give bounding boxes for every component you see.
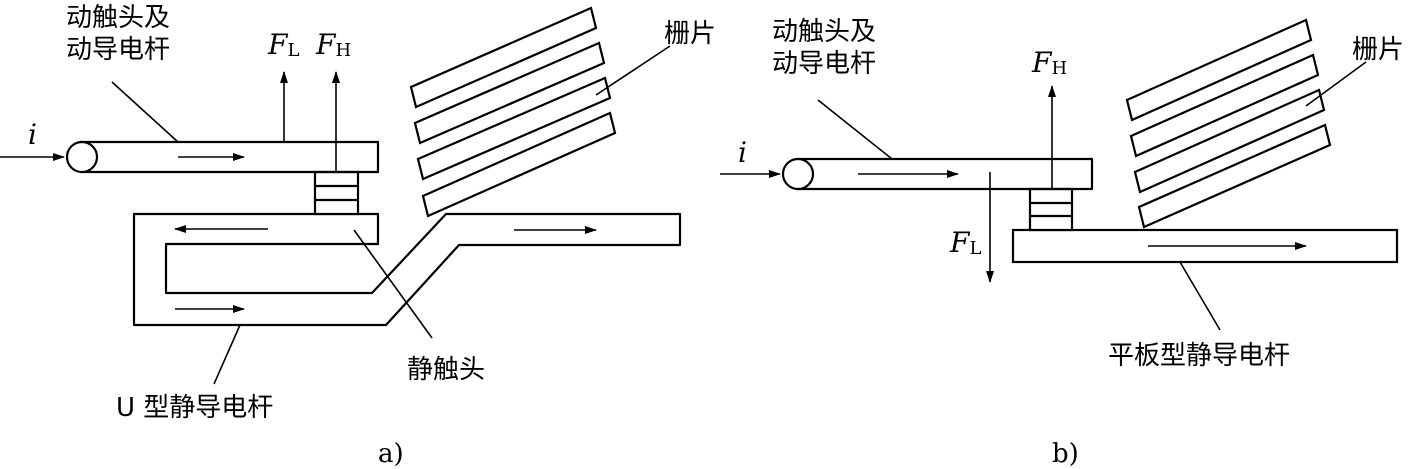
grid-plates-a — [409, 6, 617, 218]
force-l-label-a: FL — [267, 28, 299, 61]
moving-rod-b — [796, 157, 1094, 191]
current-label-a: i — [28, 118, 37, 151]
moving-contact-label-b-2: 动导电杆 — [772, 49, 876, 79]
moving-contact-label-a-1: 动触头及 — [66, 3, 170, 33]
caption-a: a) — [378, 439, 404, 469]
force-l-label-b: FL — [949, 226, 981, 259]
u-static-bar — [132, 212, 682, 327]
flat-bar-label: 平板型静导电杆 — [1108, 341, 1290, 371]
moving-rod-a — [80, 140, 380, 174]
grid-plates-b — [1125, 18, 1332, 229]
current-label-b: i — [738, 136, 747, 169]
rod-end-a — [65, 140, 99, 174]
u-bar-label: U 型静导电杆 — [116, 393, 273, 423]
panel-b: i FH FL 动触头及 动导电杆 栅片 平板型静导电杆 b) — [720, 17, 1404, 469]
force-h-label-a: FH — [315, 28, 351, 61]
rod-end-b — [781, 157, 815, 191]
force-h-label-b: FH — [1031, 46, 1067, 79]
panel-a: i FL FH 动触头及 动导电杆 栅片 静触头 U 型静导电杆 a) — [0, 3, 716, 469]
grid-label-a: 栅片 — [664, 19, 716, 49]
static-contact-block — [313, 170, 360, 216]
caption-b: b) — [1052, 439, 1079, 469]
moving-contact-label-b-1: 动触头及 — [772, 17, 876, 47]
static-contact-label: 静触头 — [407, 355, 485, 385]
grid-label-b: 栅片 — [1352, 35, 1404, 65]
moving-contact-label-a-2: 动导电杆 — [66, 35, 170, 65]
contact-block-b — [1028, 187, 1074, 232]
